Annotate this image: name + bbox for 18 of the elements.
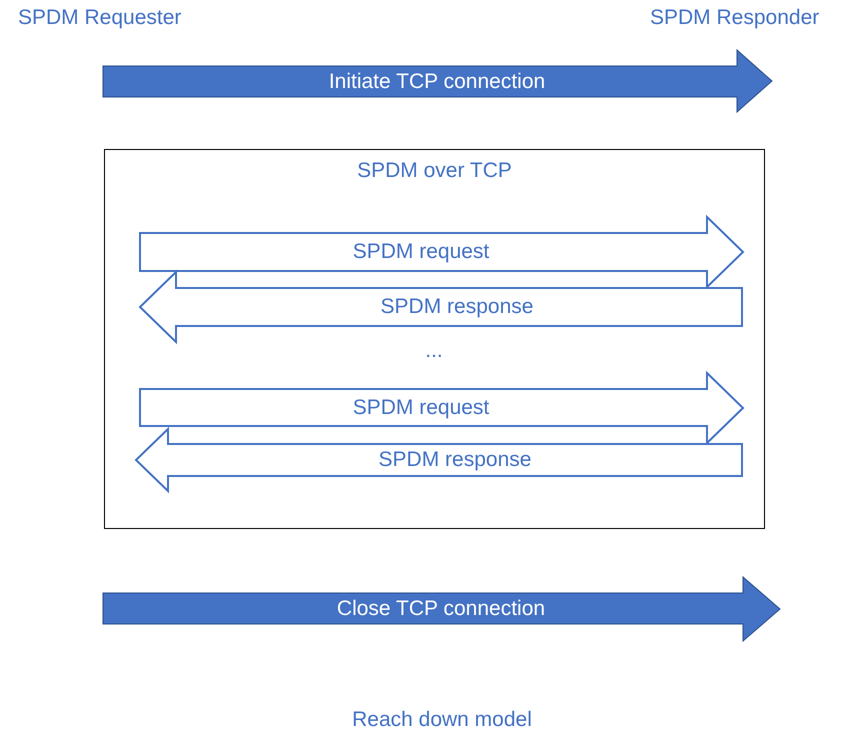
box-title: SPDM over TCP <box>357 159 512 183</box>
message-banner <box>136 429 742 491</box>
arrow-label: Close TCP connection <box>336 596 546 620</box>
message-banner <box>140 217 743 287</box>
arrow-label: SPDM request <box>352 396 490 420</box>
message-banner <box>103 50 772 112</box>
arrow-label: SPDM response <box>380 295 534 319</box>
caption: Reach down model <box>352 708 532 732</box>
message-banner <box>140 373 743 443</box>
frame-box <box>104 149 765 529</box>
arrow-label: Initiate TCP connection <box>328 70 546 94</box>
message-banner <box>140 272 742 342</box>
participant-label: SPDM Responder <box>650 6 820 30</box>
participant-label: SPDM Requester <box>18 6 182 30</box>
message-banner <box>103 577 780 641</box>
ellipsis: ... <box>425 339 443 363</box>
arrow-label: SPDM request <box>352 240 490 264</box>
arrow-label: SPDM response <box>378 448 532 472</box>
